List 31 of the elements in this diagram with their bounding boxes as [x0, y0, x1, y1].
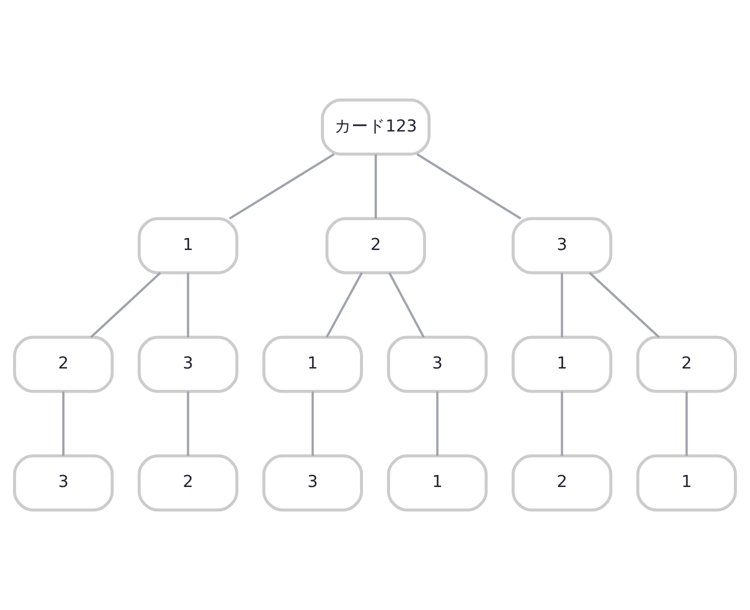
node-box: 1 — [138, 217, 238, 274]
connector — [90, 272, 162, 338]
node-box: 3 — [138, 336, 238, 393]
connector — [228, 153, 335, 220]
node-box: 2 — [13, 336, 114, 393]
connector — [326, 272, 363, 338]
node-box: 2 — [636, 336, 737, 393]
connector — [436, 391, 438, 456]
connector — [686, 391, 688, 456]
connector — [186, 391, 190, 456]
node-box: 2 — [512, 454, 612, 512]
node-box: 3 — [512, 217, 612, 274]
connector — [388, 272, 425, 338]
node-box: 3 — [387, 336, 488, 393]
connector — [62, 391, 64, 456]
connector — [312, 391, 314, 456]
connector — [416, 153, 522, 220]
node-box: 2 — [325, 217, 426, 274]
connector — [588, 272, 660, 338]
node-box: カード123 — [320, 98, 431, 156]
node-box: 3 — [13, 454, 114, 512]
connector — [374, 154, 377, 219]
connector — [186, 272, 190, 338]
node-box: 1 — [512, 336, 612, 393]
connector — [560, 272, 564, 338]
node-box: 1 — [262, 336, 363, 393]
node-box: 3 — [262, 454, 363, 512]
connector — [560, 391, 564, 456]
node-box: 1 — [387, 454, 488, 512]
node-box: 2 — [138, 454, 238, 512]
node-box: 1 — [636, 454, 737, 512]
